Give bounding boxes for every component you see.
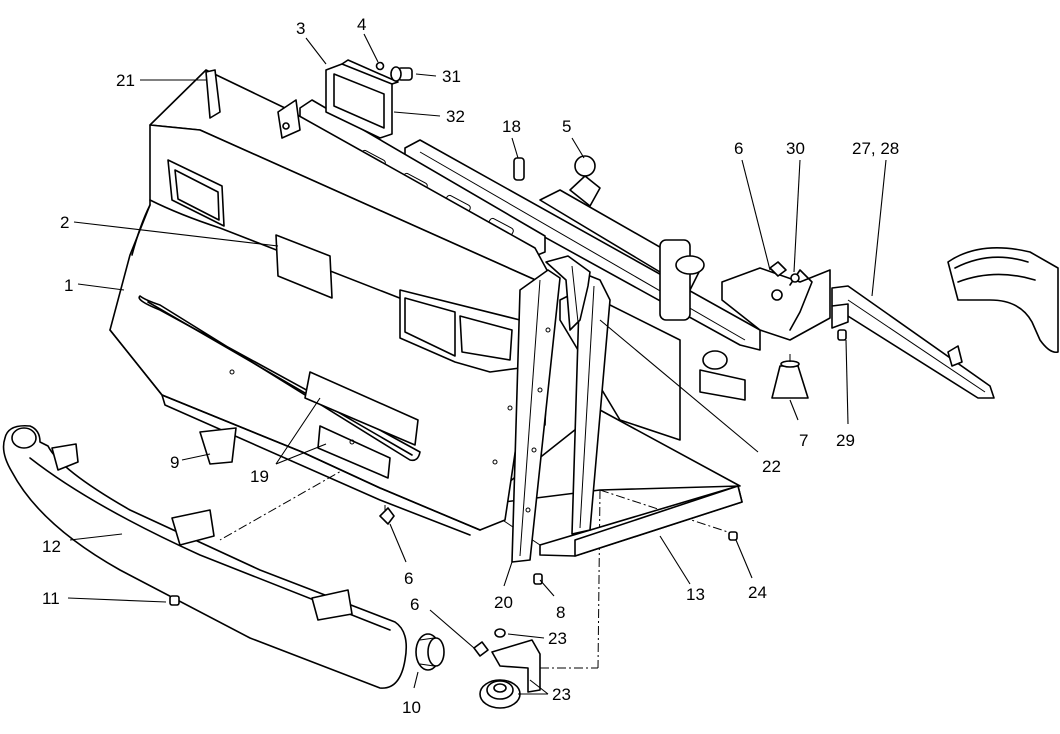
hardware [169, 261, 847, 657]
decal-9 [199, 427, 237, 465]
side-bracket-27-28 [831, 285, 995, 399]
callout-32: 32 [446, 107, 465, 126]
bumper-12 [2, 424, 408, 689]
callout-8: 8 [556, 603, 565, 622]
callout-18: 18 [502, 117, 521, 136]
nut-6-lower [473, 641, 489, 657]
headlight-32 [325, 59, 399, 139]
bumper-stop-7 [771, 354, 809, 399]
horn-23 [479, 628, 541, 709]
callout-21: 21 [116, 71, 135, 90]
fender-partial [947, 247, 1059, 354]
screw-29 [837, 329, 847, 341]
callout-30: 30 [786, 139, 805, 158]
callout-5: 5 [562, 117, 571, 136]
screw-8 [533, 573, 543, 585]
callout-1: 1 [64, 276, 73, 295]
callout-23-upper: 23 [548, 629, 567, 648]
lower-bracket-13 [479, 409, 743, 557]
callout-19: 19 [250, 467, 269, 486]
callout-2: 2 [60, 213, 69, 232]
callout-31: 31 [442, 67, 461, 86]
screw-4 [375, 61, 385, 71]
end-cap-10 [415, 633, 445, 671]
callout-6-right: 6 [734, 139, 743, 158]
side-channel-rear [571, 271, 611, 535]
callout-6-left: 6 [404, 569, 413, 588]
chassis-frame [299, 99, 831, 441]
bolt-11 [169, 595, 180, 606]
nut-6-left [379, 507, 395, 525]
callout-4: 4 [357, 15, 366, 34]
seal-strip-22 [545, 255, 591, 331]
callout-27-28: 27, 28 [852, 139, 899, 158]
callout-24: 24 [748, 583, 767, 602]
callout-29: 29 [836, 431, 855, 450]
callout-20: 20 [494, 593, 513, 612]
side-channel-20 [511, 269, 561, 563]
callout-7: 7 [799, 431, 808, 450]
callout-labels: 3 4 31 32 21 2 1 18 5 6 30 27, 28 7 29 2… [42, 15, 899, 717]
callout-6-lower: 6 [410, 595, 419, 614]
callout-22: 22 [762, 457, 781, 476]
callout-12: 12 [42, 537, 61, 556]
nut-6-right [769, 261, 787, 277]
callout-3: 3 [296, 19, 305, 38]
callout-13: 13 [686, 585, 705, 604]
callout-10: 10 [402, 698, 421, 717]
leader-lines [67, 33, 887, 695]
callout-23-lower: 23 [552, 685, 571, 704]
callout-11: 11 [42, 589, 60, 608]
screw-24 [728, 531, 738, 541]
callout-9: 9 [170, 453, 179, 472]
bulb-31 [390, 66, 413, 82]
hood-panel-1 [109, 69, 551, 536]
